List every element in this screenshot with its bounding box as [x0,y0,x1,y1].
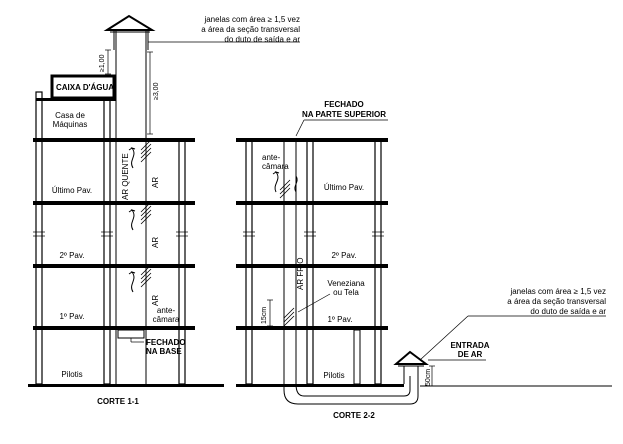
ar-label-1a: AR [151,177,160,188]
top-note-line-3: do duto de saída e ar [224,35,300,44]
dim-15cm-label: 15cm [261,307,268,324]
fechado-base-label-1: FECHADO [146,338,186,347]
entrada-label-1: ENTRADA [450,341,489,350]
floor-ultimo-label-1: Último Pav. [52,186,92,195]
dimension-lines-1 [105,49,153,135]
slab-ultimo-2 [236,201,388,205]
veneziana-label-1: Veneziana [327,279,365,288]
slab-1pav-1 [33,326,195,330]
floor-2pav-label-1: 2º Pav. [59,251,84,260]
casa-maquinas-label-2: Máquinas [53,120,88,129]
slab-2pav-2 [236,264,388,268]
ar-frio-label: AR FRIO [296,258,305,290]
antecamara-label-1b: câmara [153,315,180,324]
column-joints-1 [33,231,188,237]
veneziana-leader [297,293,331,313]
dim-tank-label: ≥3,00 [153,82,160,100]
tank-slab [36,98,116,101]
corte-2-2: 50cm 15cm FECHADO NA PARTE SUPERIOR ante… [236,100,612,420]
roof-slab-1 [33,138,195,142]
roof-slab-2 [236,138,388,142]
column-joints-2 [243,231,384,237]
fechado-base-label-2: NA BASE [146,347,182,356]
ar-quente-label: AR QUENTE [121,153,130,200]
bottom-note-line-1: janelas com área ≥ 1,5 vez [509,287,606,296]
airflow-arrows-2 [272,171,298,193]
dim-50cm-label: 50cm [425,369,432,386]
duct-dampers-2 [279,179,295,327]
antecamara-label-2a: ante- [262,153,281,162]
bottom-note-line-3: do duto de saída e ar [530,307,606,316]
veneziana-label-2: ou Tela [333,288,359,297]
duct-base-block [117,329,145,339]
airflow-arrows-1 [128,147,136,293]
column-right-2 [374,139,382,385]
column-duct-2 [306,139,314,385]
ground-line-1 [28,384,224,387]
floor-1pav-label-2: 1º Pav. [327,315,352,324]
dim-chimney-label: ≥1,00 [99,54,106,72]
ar-label-1c: AR [151,295,160,306]
intake-horizontal-duct [283,376,419,405]
dim-15cm-line [267,299,273,327]
slab-ultimo-1 [33,201,195,205]
slab-2pav-1 [33,264,195,268]
fechado-top-label-1: FECHADO [324,100,364,109]
column-left-2 [245,139,253,385]
floor-2pav-label-2: 2º Pav. [331,251,356,260]
slab-1pav-2 [236,326,388,330]
column-left [35,91,43,385]
corte-1-1: CAIXA D'ÁGUA [28,14,300,406]
corte-1-1-caption: CORTE 1-1 [97,397,139,406]
bottom-note-line-2: a área da seção transversal [507,297,606,306]
antecamara-label-1a: ante- [157,306,176,315]
intake-vent-cap [393,350,429,384]
corte-2-2-caption: CORTE 2-2 [333,411,375,420]
floor-1pav-label-1: 1º Pav. [59,312,84,321]
top-note-line-2: a área da seção transversal [201,25,300,34]
duct-roof-cap [103,14,156,33]
pilotis-wall [353,329,361,385]
top-note-line-1: janelas com área ≥ 1,5 vez [203,15,300,24]
fechado-top-leader [295,119,388,137]
dim-50cm-line [429,365,435,387]
casa-maquinas-label-1: Casa de [55,111,85,120]
ar-label-1b: AR [151,237,160,248]
floor-pilotis-label-1: Pilotis [61,370,82,379]
column-mid [103,91,111,385]
entrada-label-2: DE AR [458,350,483,359]
water-tank: CAIXA D'ÁGUA [50,74,116,100]
floor-pilotis-label-2: Pilotis [323,371,344,380]
fechado-top-label-2: NA PARTE SUPERIOR [302,110,386,119]
ground-line-2 [236,384,404,387]
duct-dampers-1 [140,139,152,288]
floor-ultimo-label-2: Último Pav. [324,183,364,192]
water-tank-label: CAIXA D'ÁGUA [56,83,114,92]
antecamara-label-2b: câmara [262,162,289,171]
bottom-note-leader [419,315,606,361]
